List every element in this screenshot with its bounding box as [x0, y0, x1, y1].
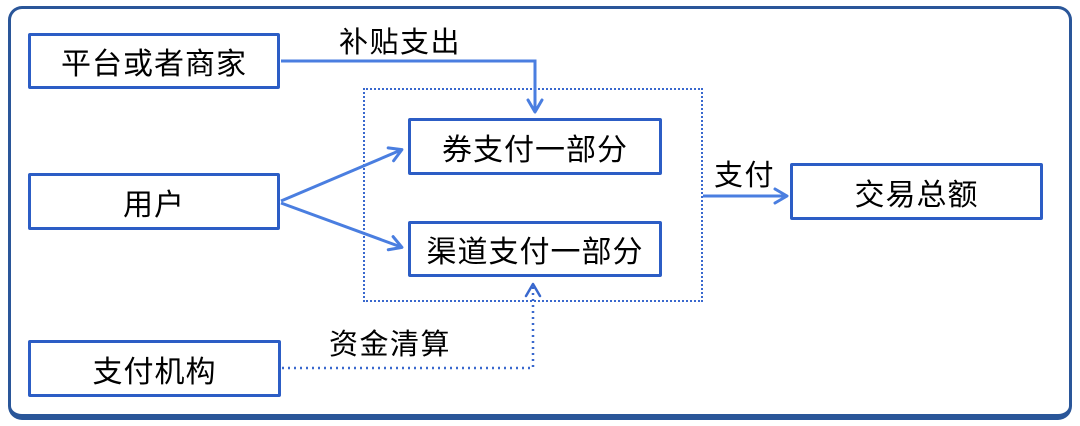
node-platform-label: 平台或者商家 [61, 48, 247, 81]
edge-settlement-connector [282, 282, 542, 370]
node-channel-part-label: 渠道支付一部分 [426, 236, 644, 269]
edge-user-to-channel-connector [280, 201, 404, 252]
outer-frame [8, 6, 1072, 420]
node-channel-part: 渠道支付一部分 [408, 221, 662, 277]
node-platform: 平台或者商家 [28, 33, 280, 89]
edge-subsidy-connector [281, 59, 544, 114]
node-payment-institution-label: 支付机构 [92, 355, 217, 389]
node-coupon-part: 券支付一部分 [408, 118, 662, 175]
node-user-label: 用户 [123, 188, 185, 222]
node-transaction-total: 交易总额 [790, 163, 1043, 220]
node-user: 用户 [28, 173, 280, 230]
edge-user-to-coupon-connector [280, 146, 404, 203]
node-transaction-total-label: 交易总额 [854, 178, 979, 212]
edge-subsidy-label: 补贴支出 [339, 27, 462, 59]
edge-pay-label: 支付 [714, 160, 776, 192]
node-coupon-part-label: 券支付一部分 [442, 133, 628, 167]
node-payment-institution: 支付机构 [28, 340, 281, 397]
edge-settlement-label: 资金清算 [329, 329, 452, 361]
